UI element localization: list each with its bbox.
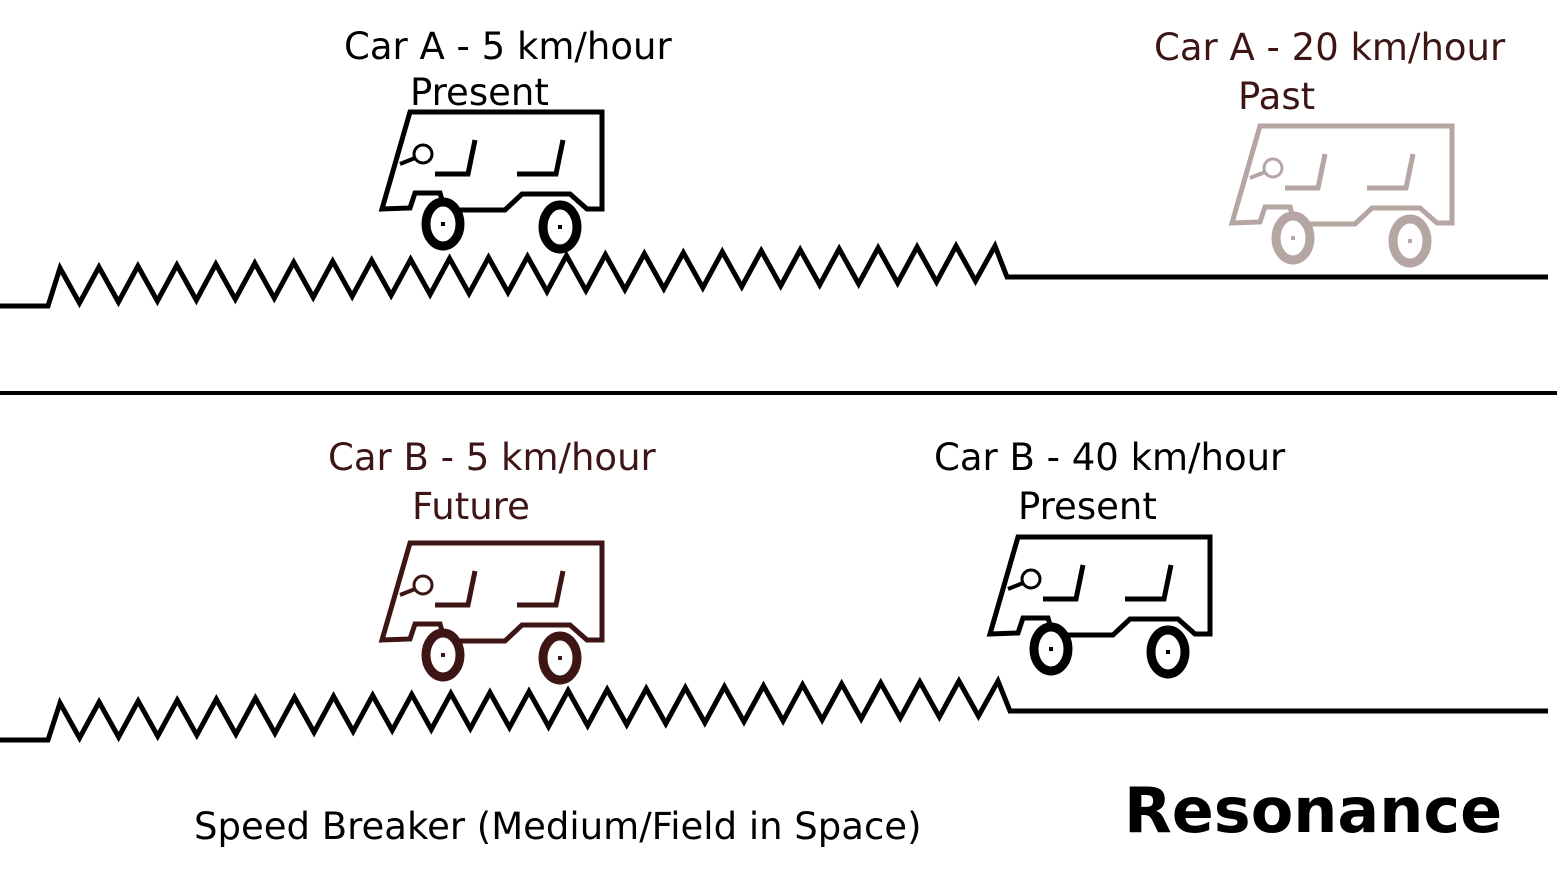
car-b-future-time-label: Future (412, 485, 530, 528)
car-a-present-icon (378, 109, 605, 254)
car-b-present-speed-label: Car B - 40 km/hour (934, 436, 1286, 479)
car-a-past-time-label: Past (1238, 75, 1316, 118)
car-a-past-speed-label: Car A - 20 km/hour (1154, 26, 1506, 69)
speed-breaker-road-a (0, 240, 1548, 309)
diagram-title: Resonance (1124, 774, 1503, 847)
car-b-present-time-label: Present (1018, 485, 1157, 528)
car-b-future-icon (378, 540, 605, 685)
speed-breaker-road-b (0, 675, 1548, 744)
speed-breaker-caption: Speed Breaker (Medium/Field in Space) (194, 805, 922, 848)
car-a-present-time-label: Present (410, 71, 549, 114)
car-b-future-speed-label: Car B - 5 km/hour (328, 436, 656, 479)
car-a-present-speed-label: Car A - 5 km/hour (344, 25, 672, 68)
car-b-present-icon (986, 534, 1213, 679)
car-a-past-icon (1228, 123, 1455, 268)
